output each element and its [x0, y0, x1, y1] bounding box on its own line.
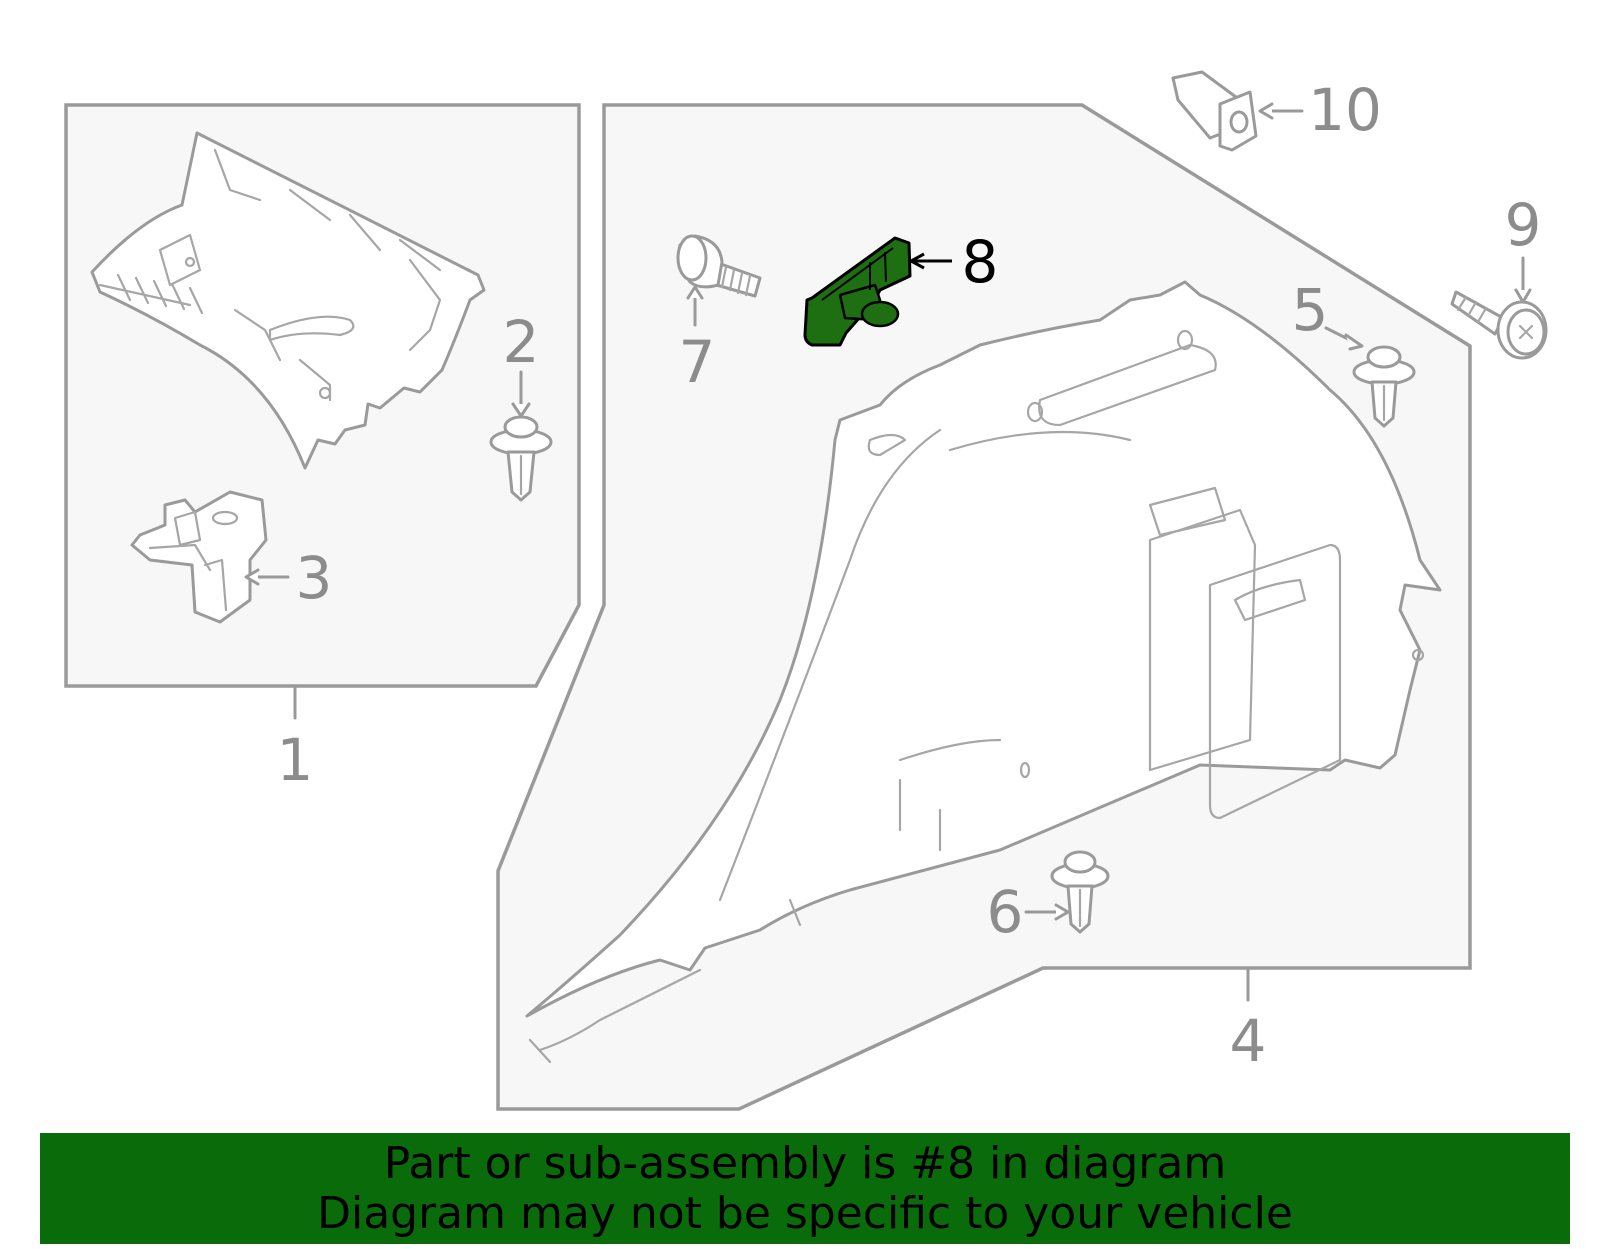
- part-3-retainer-bracket: [130, 490, 290, 624]
- part-1-upper-trim-panel: [90, 131, 486, 470]
- part-6-push-clip: [1024, 850, 1110, 934]
- banner-line-part-info: Part or sub-assembly is #8 in diagram: [383, 1137, 1227, 1189]
- part-7-bolt: [676, 234, 762, 327]
- callout-7: 7: [679, 328, 716, 396]
- callout-10: 10: [1308, 76, 1382, 144]
- part-5-push-clip: [1324, 326, 1416, 428]
- callout-2: 2: [503, 308, 540, 376]
- callout-3: 3: [296, 544, 333, 612]
- info-banner: Part or sub-assembly is #8 in diagram Di…: [40, 1133, 1570, 1244]
- callout-5: 5: [1292, 276, 1329, 344]
- part-2-push-clip: [489, 370, 553, 502]
- callout-4: 4: [1230, 1007, 1267, 1075]
- part-9-screw: [1450, 256, 1548, 360]
- part-4-quarter-trim-panel: [525, 280, 1442, 1064]
- callout-9: 9: [1505, 191, 1542, 259]
- callout-6: 6: [987, 878, 1024, 946]
- part-8-highlighted-bracket: [803, 236, 952, 347]
- callout-1: 1: [277, 726, 314, 794]
- part-10-clip-nut: [1171, 70, 1304, 152]
- banner-line-disclaimer: Diagram may not be specific to your vehi…: [317, 1187, 1293, 1239]
- callout-8-highlighted: 8: [962, 228, 999, 296]
